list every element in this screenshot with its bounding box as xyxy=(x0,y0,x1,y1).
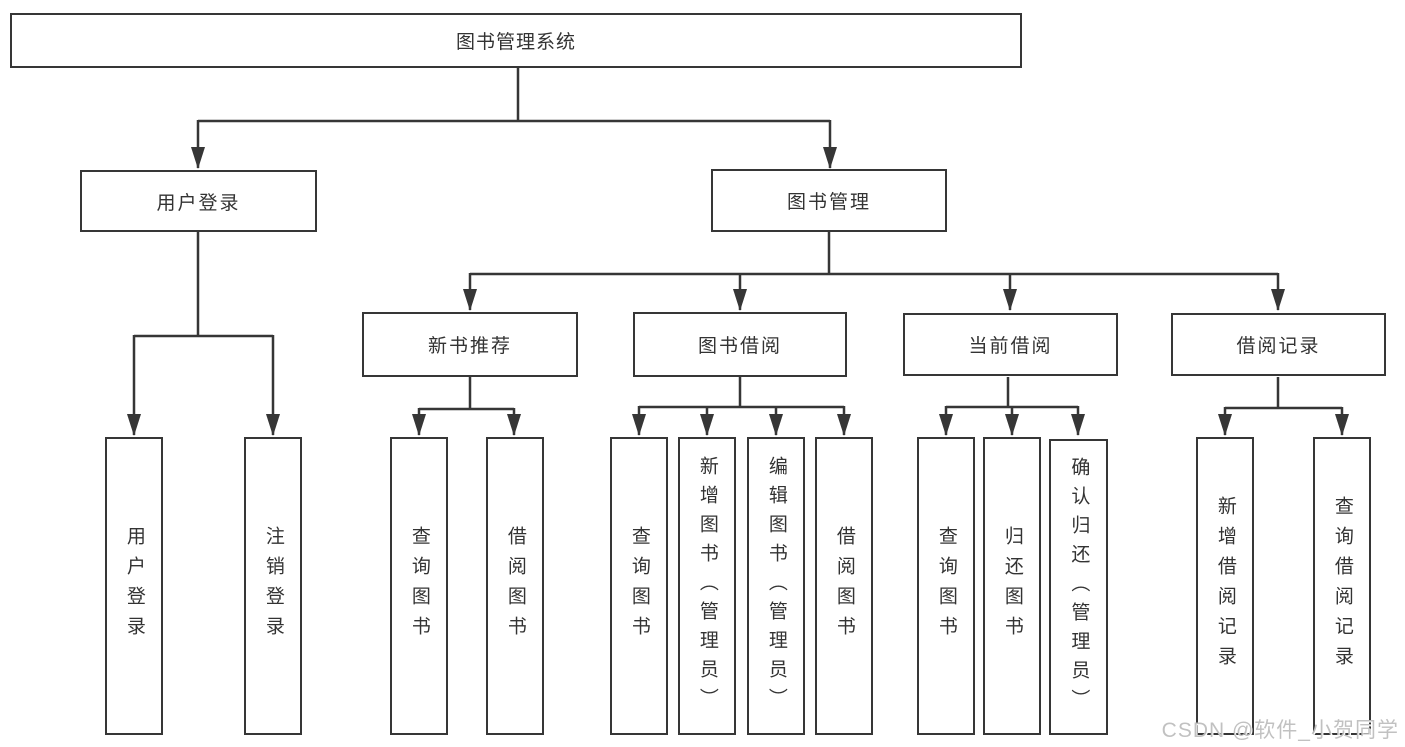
node-borrow-records-label: 借阅记录 xyxy=(1236,336,1321,357)
node-book-borrow-label: 图书借阅 xyxy=(697,336,782,357)
leaf-br-add-record: 新增借阅记录 xyxy=(1196,437,1254,735)
leaf-bb-edit-books-label: 编辑图书（管理员） xyxy=(765,455,787,717)
node-user-login-label: 用户登录 xyxy=(156,192,241,214)
node-new-book-recommend-label: 新书推荐 xyxy=(427,336,512,357)
node-root: 图书管理系统 xyxy=(10,13,1022,68)
leaf-cb-query-books-label: 查询图书 xyxy=(935,526,957,646)
leaf-bb-add-books: 新增图书（管理员） xyxy=(678,437,736,735)
leaf-user-login: 用户登录 xyxy=(105,437,163,735)
leaf-nbr-query-books: 查询图书 xyxy=(390,437,448,735)
leaf-bb-add-books-label: 新增图书（管理员） xyxy=(696,455,718,717)
leaf-br-add-record-label: 新增借阅记录 xyxy=(1214,496,1236,676)
csdn-watermark: CSDN @软件_小贺同学 xyxy=(1161,719,1399,742)
leaf-bb-edit-books: 编辑图书（管理员） xyxy=(747,437,805,735)
node-current-borrow: 当前借阅 xyxy=(903,313,1118,376)
node-user-login: 用户登录 xyxy=(80,170,317,232)
leaf-bb-query-books: 查询图书 xyxy=(610,437,668,735)
leaf-nbr-query-books-label: 查询图书 xyxy=(408,526,430,646)
leaf-bb-query-books-label: 查询图书 xyxy=(628,526,650,646)
leaf-bb-borrow-books-label: 借阅图书 xyxy=(833,526,855,646)
leaf-nbr-borrow-books: 借阅图书 xyxy=(486,437,544,735)
node-book-management: 图书管理 xyxy=(711,169,947,232)
node-current-borrow-label: 当前借阅 xyxy=(968,336,1053,357)
leaf-cb-return-books: 归还图书 xyxy=(983,437,1041,735)
node-book-borrow: 图书借阅 xyxy=(633,312,847,377)
leaf-br-query-record-label: 查询借阅记录 xyxy=(1331,496,1353,676)
leaf-cb-confirm-return: 确认归还（管理员） xyxy=(1049,439,1108,735)
leaf-logout: 注销登录 xyxy=(244,437,302,735)
leaf-bb-borrow-books: 借阅图书 xyxy=(815,437,873,735)
leaf-nbr-borrow-books-label: 借阅图书 xyxy=(504,526,526,646)
leaf-cb-query-books: 查询图书 xyxy=(917,437,975,735)
leaf-cb-return-books-label: 归还图书 xyxy=(1001,526,1023,646)
node-new-book-recommend: 新书推荐 xyxy=(362,312,578,377)
leaf-user-login-label: 用户登录 xyxy=(123,526,145,646)
node-borrow-records: 借阅记录 xyxy=(1171,313,1386,376)
leaf-logout-label: 注销登录 xyxy=(262,526,284,646)
node-book-management-label: 图书管理 xyxy=(786,192,871,213)
node-root-label: 图书管理系统 xyxy=(455,32,576,53)
leaf-br-query-record: 查询借阅记录 xyxy=(1313,437,1371,735)
leaf-cb-confirm-return-label: 确认归还（管理员） xyxy=(1068,456,1090,718)
